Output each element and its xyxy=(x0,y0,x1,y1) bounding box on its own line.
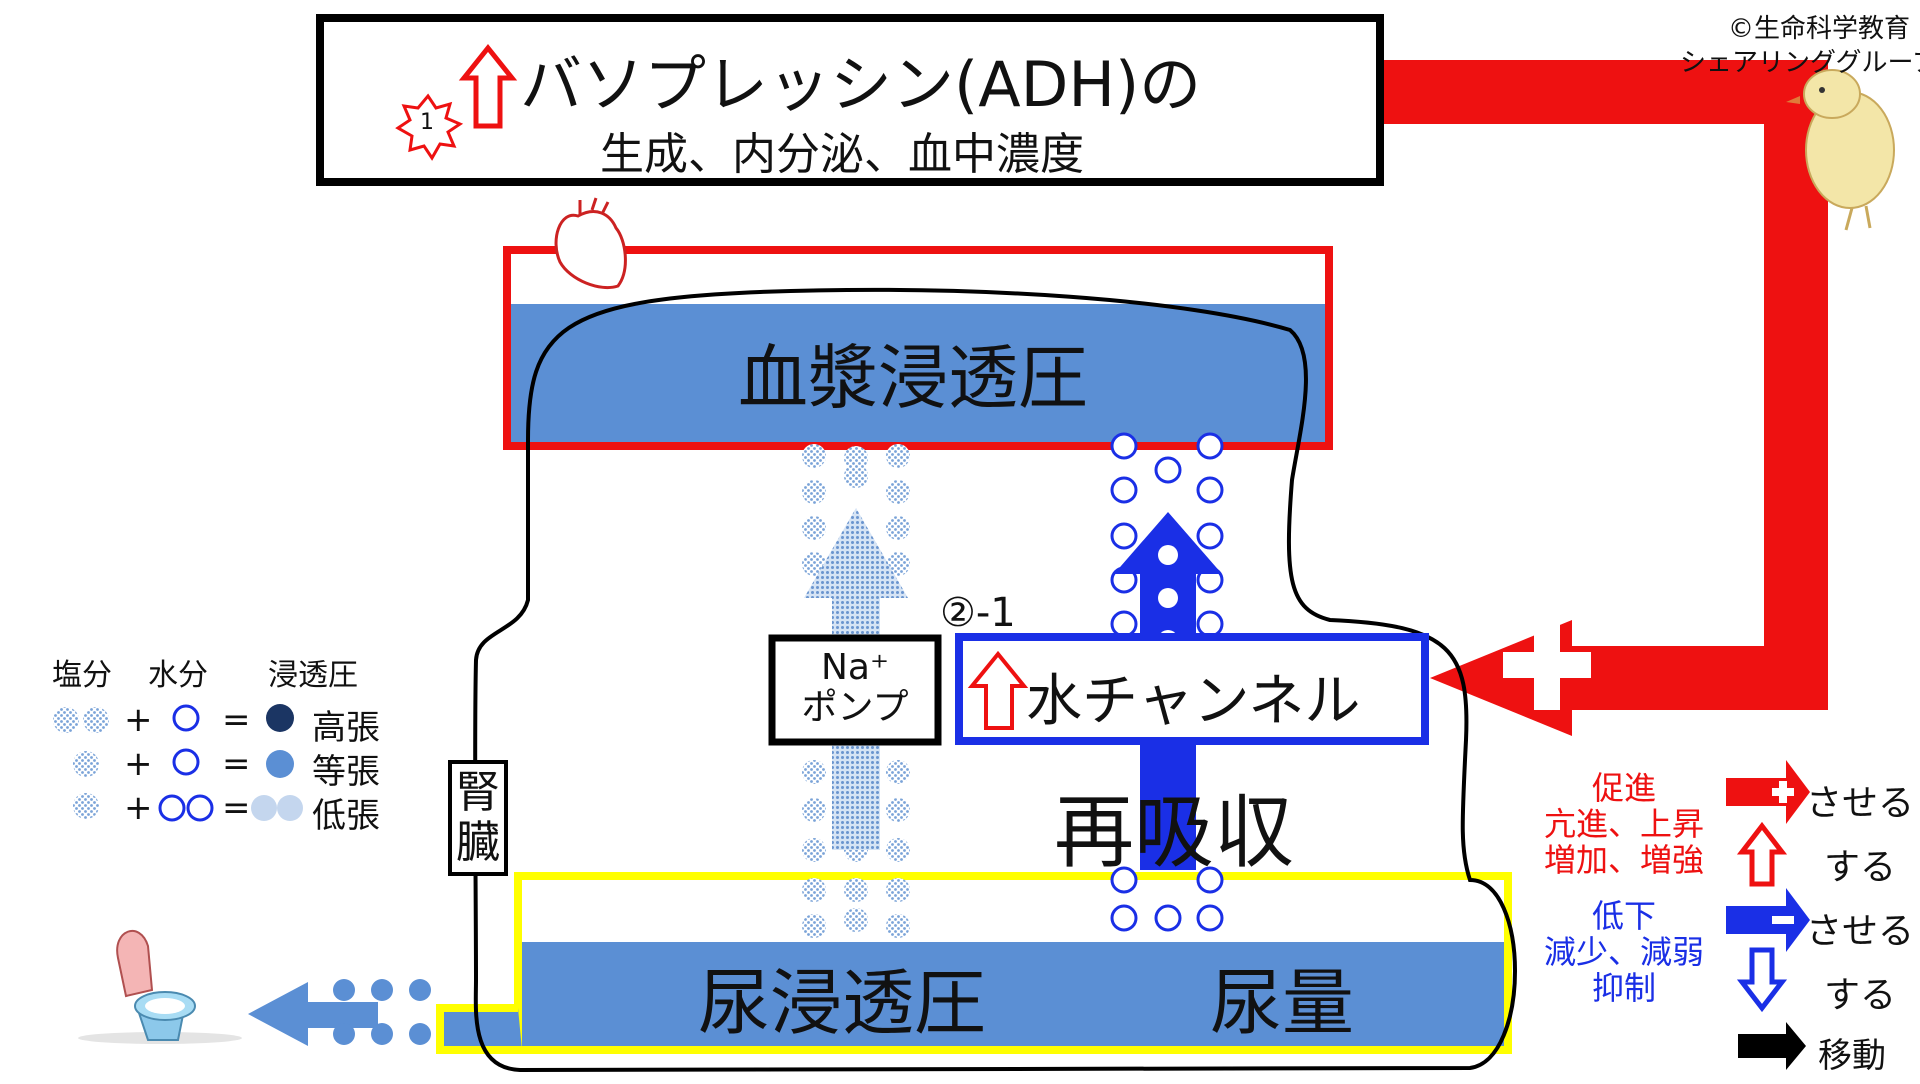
do-suffix-2: する xyxy=(1824,975,1897,1016)
increase-word-2: 亢進、上昇 xyxy=(1543,805,1704,843)
legend-row2-plus: + xyxy=(124,744,153,784)
copyright-line-2: シェアリンググループ xyxy=(1680,48,1920,78)
step-label: ②-1 xyxy=(940,590,1016,636)
legend-row1-equals: = xyxy=(222,700,251,740)
effect-legend-graphics xyxy=(1726,760,1810,1070)
plasma-osmotic-label: 血漿浸透圧 xyxy=(738,337,1088,419)
urine-osmotic-label: 尿浸透圧 xyxy=(698,961,987,1045)
na-pump-label: Na⁺ ポンプ xyxy=(772,648,938,728)
legend-row2-equals: = xyxy=(222,744,251,784)
decrease-word-2: 減少、減弱 xyxy=(1543,933,1704,971)
promote-suffix: させる xyxy=(1806,783,1915,824)
feedback-pipe xyxy=(1383,60,1828,736)
do-suffix: する xyxy=(1824,847,1897,888)
salt-particle-column xyxy=(802,444,910,938)
badge-number: 1 xyxy=(420,110,434,135)
toilet-icon xyxy=(78,929,242,1044)
legend-row3-equals: = xyxy=(222,788,251,828)
kidney-outline xyxy=(473,287,1517,1073)
heart-icon xyxy=(554,197,627,289)
legend-header-osmotic: 浸透圧 xyxy=(268,658,358,693)
copyright-text: ©生命科学教育 シェアリンググループ xyxy=(1680,12,1920,80)
legend-header-water: 水分 xyxy=(148,658,208,693)
increase-arrow-icon-2 xyxy=(967,650,1029,730)
increase-words: 促進 亢進、上昇 増加、増強 xyxy=(1534,770,1714,878)
water-channel-label: 水チャンネル xyxy=(1026,669,1361,734)
copyright-line-1: ©生命科学教育 xyxy=(1727,14,1910,44)
legend-row1-result: 高張 xyxy=(312,708,380,748)
plus-icon xyxy=(1503,620,1591,710)
decrease-word-1: 低下 xyxy=(1591,897,1656,935)
adh-subtitle: 生成、内分泌、血中濃度 xyxy=(600,129,1084,180)
increase-word-3: 増加、増強 xyxy=(1543,841,1704,879)
water-particle-column xyxy=(1110,432,1224,932)
adh-title: バソプレッシン(ADH)の xyxy=(520,48,1202,121)
legend-row2-result: 等張 xyxy=(312,752,380,792)
starburst-badge-icon xyxy=(395,93,464,161)
legend-row1-plus: + xyxy=(124,700,153,740)
osmolarity-legend-graphics xyxy=(53,704,303,822)
na-pump-line-1: Na⁺ xyxy=(821,647,889,688)
kidney-label: 腎臓 xyxy=(456,767,500,868)
decrease-word-3: 抑制 xyxy=(1591,969,1656,1007)
suppress-suffix: させる xyxy=(1806,911,1915,952)
legend-header-salt: 塩分 xyxy=(52,658,112,693)
water-channel-box xyxy=(955,633,1429,745)
legend-row3-plus: + xyxy=(124,788,153,828)
urine-exit-flow xyxy=(248,979,431,1046)
na-pump-line-2: ポンプ xyxy=(801,687,909,728)
legend-row3-result: 低張 xyxy=(312,796,380,836)
urine-volume-label: 尿量 xyxy=(1210,961,1355,1045)
kidney-label-box xyxy=(448,760,508,876)
move-label: 移動 xyxy=(1818,1036,1886,1076)
increase-word-1: 促進 xyxy=(1591,769,1656,807)
urine-fill xyxy=(522,942,1504,1046)
increase-arrow-icon xyxy=(458,43,518,129)
plasma-fill xyxy=(511,304,1325,442)
reabsorption-label: 再吸収 xyxy=(1054,786,1294,879)
chick-mascot-icon xyxy=(1786,69,1895,231)
na-pump-box xyxy=(768,634,942,746)
decrease-words: 低下 減少、減弱 抑制 xyxy=(1534,898,1714,1006)
